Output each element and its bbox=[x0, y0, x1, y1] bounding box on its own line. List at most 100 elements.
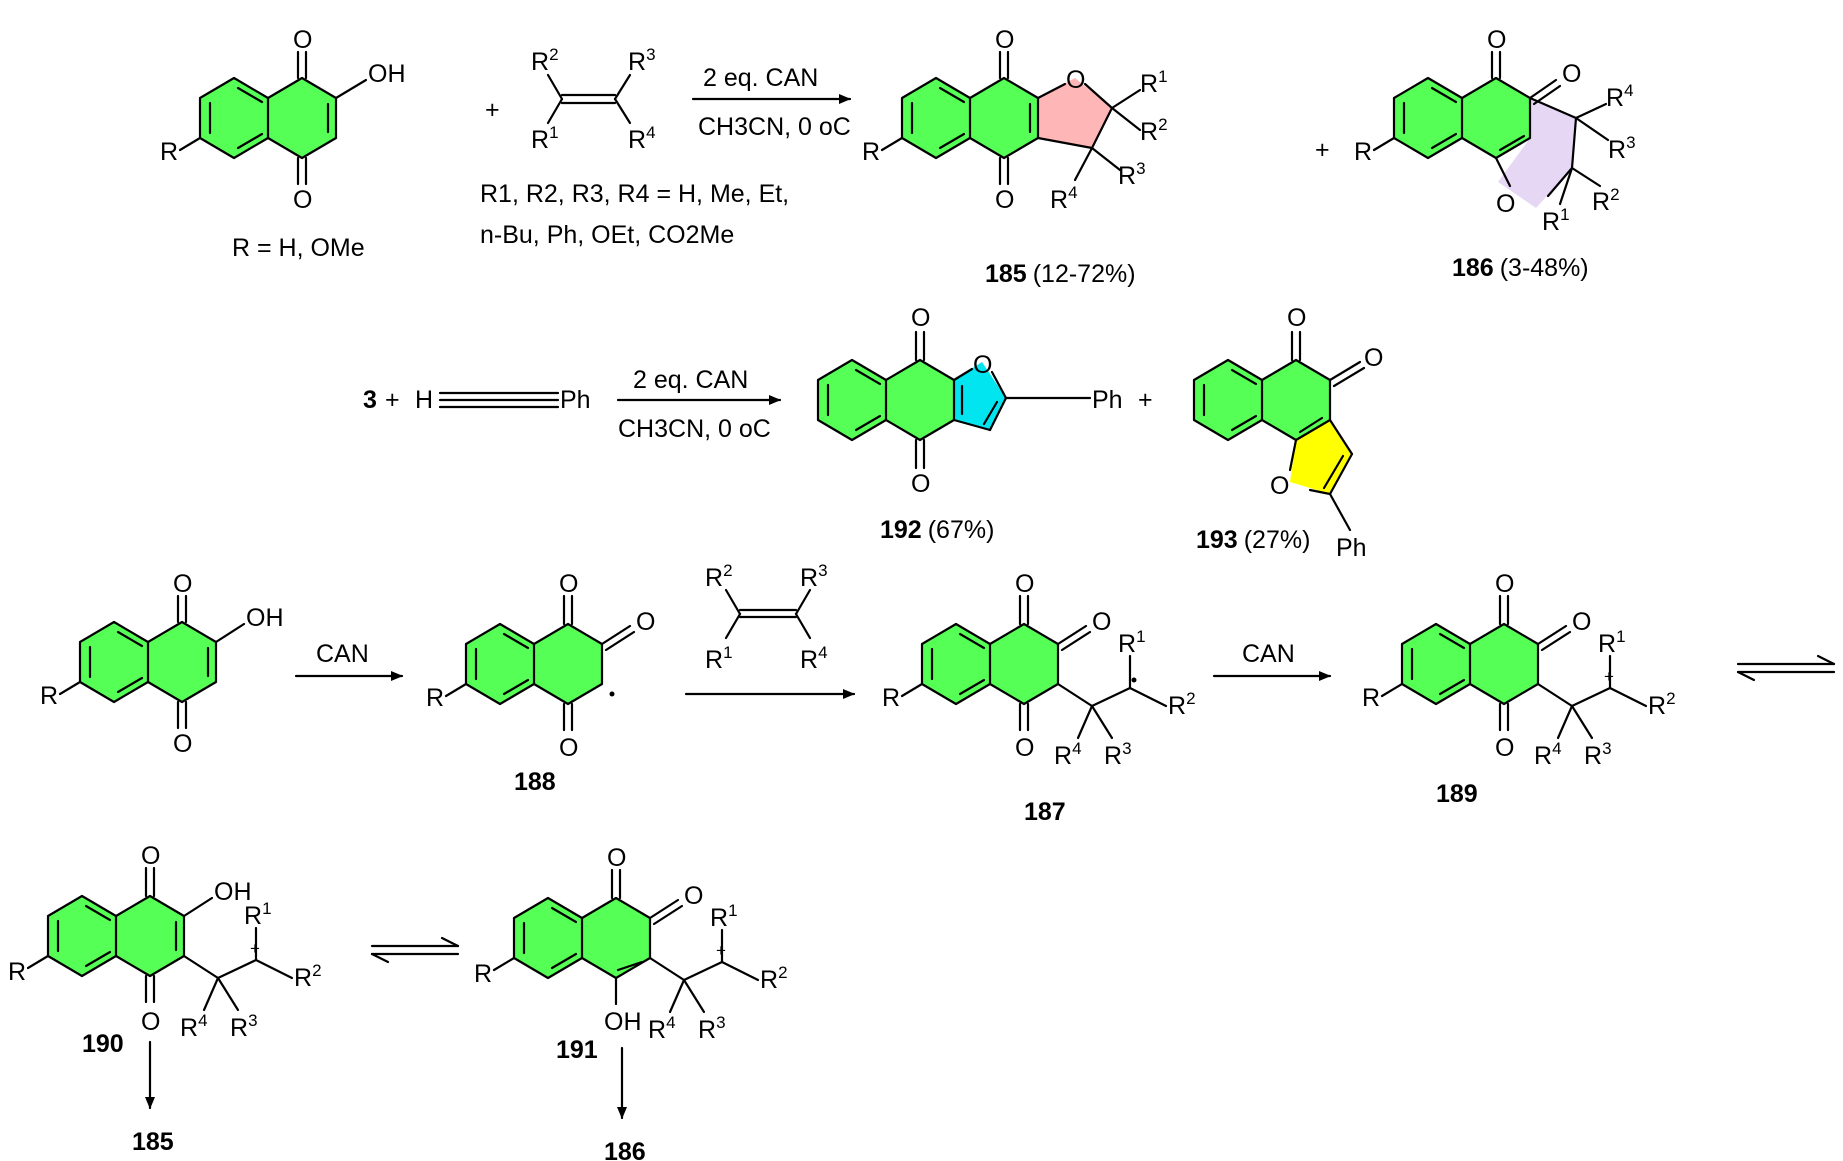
compound-3-id: 3 bbox=[363, 386, 377, 414]
intermediate-191-structure: + O O OH R R1 R2 R4 R3 bbox=[474, 844, 788, 1044]
svg-text:R1: R1 bbox=[1140, 67, 1168, 98]
r-substituent-label: R bbox=[160, 138, 178, 166]
svg-text:OH: OH bbox=[604, 1008, 642, 1036]
reagent-solvent: CH3CN, 0 oC bbox=[698, 113, 851, 141]
svg-text:R3: R3 bbox=[230, 1011, 258, 1042]
carbonyl-oxygen-label: O bbox=[293, 26, 312, 54]
intermediate-189-structure: + O O O R R1 R2 R4 R3 bbox=[1362, 570, 1676, 770]
svg-text:R3: R3 bbox=[1118, 159, 1146, 190]
svg-text:O: O bbox=[1015, 570, 1034, 598]
svg-text:R2: R2 bbox=[531, 45, 559, 76]
intermediate-188-structure: O O O R bbox=[426, 570, 655, 762]
svg-text:R3: R3 bbox=[1608, 133, 1636, 164]
svg-text:R3: R3 bbox=[1104, 739, 1132, 770]
compound-186-id: 186 bbox=[1452, 254, 1494, 282]
svg-text:R2: R2 bbox=[1168, 689, 1196, 720]
svg-text:R4: R4 bbox=[628, 123, 656, 154]
svg-text:192(67%): 192(67%) bbox=[880, 516, 994, 544]
svg-text:O: O bbox=[1572, 608, 1591, 636]
svg-text:O: O bbox=[973, 351, 992, 379]
product-185-structure: O O O R R1 R2 R3 R4 bbox=[862, 26, 1168, 214]
svg-text:R: R bbox=[862, 138, 880, 166]
benzo-ring-fill bbox=[200, 78, 268, 158]
svg-text:R2: R2 bbox=[760, 963, 788, 994]
svg-text:R: R bbox=[882, 684, 900, 712]
svg-text:R1: R1 bbox=[1118, 627, 1146, 658]
alkene-substituent-note-2: n-Bu, Ph, OEt, CO2Me bbox=[480, 221, 734, 249]
svg-text:R3: R3 bbox=[698, 1013, 726, 1044]
svg-text:O: O bbox=[684, 882, 703, 910]
final-product-185: 185 bbox=[132, 1128, 174, 1156]
svg-text:O: O bbox=[911, 304, 930, 332]
svg-text:O: O bbox=[173, 570, 192, 598]
svg-text:R2: R2 bbox=[1592, 185, 1620, 216]
svg-text:R1: R1 bbox=[244, 899, 272, 930]
compound-192-id: 192 bbox=[880, 516, 922, 544]
compound-192-yield: (67%) bbox=[928, 516, 995, 544]
svg-text:O: O bbox=[1495, 570, 1514, 598]
svg-text:O: O bbox=[1364, 344, 1383, 372]
compound-186-yield: (3-48%) bbox=[1500, 254, 1589, 282]
alkyne-h-label: H bbox=[415, 386, 433, 414]
svg-text:R4: R4 bbox=[180, 1011, 208, 1042]
svg-text:R: R bbox=[8, 958, 26, 986]
svg-text:R2: R2 bbox=[1140, 115, 1168, 146]
reagent-can: 2 eq. CAN bbox=[633, 366, 748, 394]
substituent-note: R = H, OMe bbox=[232, 234, 365, 262]
svg-text:O: O bbox=[173, 730, 192, 758]
alkyne-triple-bond bbox=[438, 391, 560, 409]
quinone-ring-fill bbox=[268, 78, 336, 158]
svg-text:OH: OH bbox=[214, 878, 252, 906]
plus-sign: + bbox=[1138, 386, 1153, 414]
svg-text:R3: R3 bbox=[800, 561, 828, 592]
reagent-solvent: CH3CN, 0 oC bbox=[618, 415, 771, 443]
svg-text:O: O bbox=[1562, 60, 1581, 88]
compound-193-yield: (27%) bbox=[1244, 526, 1311, 554]
svg-text:O: O bbox=[911, 470, 930, 498]
intermediate-189-id: 189 bbox=[1436, 780, 1478, 808]
svg-text:R: R bbox=[426, 684, 444, 712]
hydroxyl-label: OH bbox=[368, 60, 406, 88]
svg-text:+: + bbox=[1604, 667, 1614, 686]
alkene-substituent-note-1: R1, R2, R3, R4 = H, Me, Et, bbox=[480, 180, 789, 208]
intermediate-188-id: 188 bbox=[514, 768, 556, 796]
svg-text:R3: R3 bbox=[1584, 739, 1612, 770]
svg-text:Ph: Ph bbox=[1092, 386, 1123, 414]
final-product-186: 186 bbox=[604, 1138, 646, 1161]
mechanism-reagent-can: CAN bbox=[1242, 640, 1295, 668]
svg-text:185(12-72%): 185(12-72%) bbox=[985, 260, 1136, 288]
compound-185-id: 185 bbox=[985, 260, 1027, 288]
intermediate-190-structure: + O OH O R R1 R2 R4 R3 bbox=[8, 842, 322, 1042]
svg-text:O: O bbox=[1015, 734, 1034, 762]
svg-text:O: O bbox=[1270, 472, 1289, 500]
svg-text:186(3-48%): 186(3-48%) bbox=[1452, 254, 1589, 282]
svg-text:O: O bbox=[559, 734, 578, 762]
svg-text:O: O bbox=[995, 26, 1014, 54]
intermediate-187-structure: O O O R R1 R2 R4 R3 bbox=[882, 570, 1196, 770]
svg-text:O: O bbox=[141, 1008, 160, 1036]
svg-text:Ph: Ph bbox=[1336, 534, 1367, 562]
carbonyl-oxygen-label: O bbox=[293, 186, 312, 214]
equilibrium-arrow-2 bbox=[370, 936, 460, 964]
svg-text:R4: R4 bbox=[1054, 739, 1082, 770]
svg-text:O: O bbox=[1287, 304, 1306, 332]
plus-sign: + bbox=[485, 96, 500, 124]
svg-text:O: O bbox=[1092, 608, 1111, 636]
compound-193-id: 193 bbox=[1196, 526, 1238, 554]
svg-text:R4: R4 bbox=[1534, 739, 1562, 770]
alkene-reagent: R2 R3 R1 R4 bbox=[705, 561, 828, 674]
svg-text:O: O bbox=[141, 842, 160, 870]
svg-text:R4: R4 bbox=[800, 643, 828, 674]
svg-text:R2: R2 bbox=[1648, 689, 1676, 720]
svg-text:R1: R1 bbox=[1598, 627, 1626, 658]
svg-text:OH: OH bbox=[246, 604, 284, 632]
svg-text:+: + bbox=[250, 939, 260, 958]
svg-text:R2: R2 bbox=[294, 961, 322, 992]
svg-text:O: O bbox=[1487, 26, 1506, 54]
intermediate-190-id: 190 bbox=[82, 1030, 124, 1058]
svg-text:R3: R3 bbox=[628, 45, 656, 76]
svg-text:R: R bbox=[1354, 138, 1372, 166]
svg-text:R2: R2 bbox=[705, 561, 733, 592]
intermediate-191-id: 191 bbox=[556, 1036, 598, 1064]
